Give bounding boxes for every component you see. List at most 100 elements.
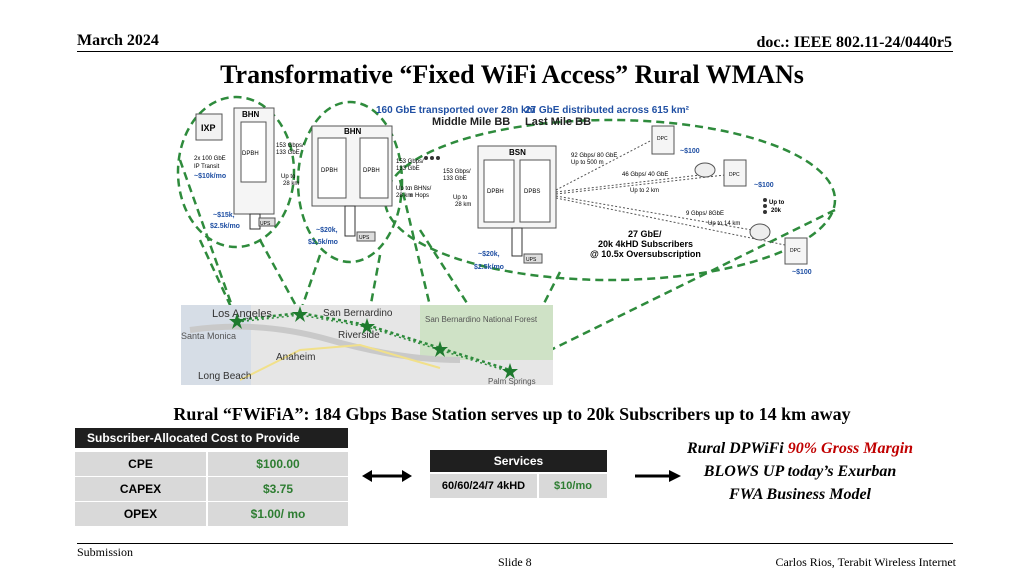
services-table-header: Services [430, 450, 607, 472]
svg-text:28 km: 28 km [396, 193, 412, 199]
svg-text:~$10k/mo: ~$10k/mo [194, 173, 226, 180]
svg-text:~$100: ~$100 [754, 182, 774, 189]
cost-label: CAPEX [75, 477, 206, 501]
header-doc-id: doc.: IEEE 802.11-24/0440r5 [756, 34, 952, 51]
svg-text:20k: 20k [771, 208, 782, 214]
cost-row-opex: OPEX $1.00/ mo [75, 502, 348, 526]
tree-icon [694, 162, 716, 178]
cost-value: $1.00/ mo [208, 502, 348, 526]
svg-text:46 Gbps/ 40 GbE: 46 Gbps/ 40 GbE [622, 172, 668, 178]
map-label-anaheim: Anaheim [276, 352, 315, 363]
svg-text:92 Gbps/ 80 GbE: 92 Gbps/ 80 GbE [571, 153, 617, 159]
svg-text:Up to: Up to [453, 195, 468, 201]
svg-text:~$15k,: ~$15k, [213, 212, 235, 219]
ellipsis-dots [424, 156, 767, 214]
bhn2-label: BHN [344, 127, 362, 136]
ellipse-bhn2 [296, 100, 404, 264]
label-middle-mile-transport: 160 GbE transported over 28n km [376, 105, 536, 116]
svg-text:@ 10.5x Oversubscription: @ 10.5x Oversubscription [590, 249, 701, 259]
cost-row-cpe: CPE $100.00 [75, 452, 348, 476]
footer-slide-number: Slide 8 [498, 555, 532, 569]
svg-text:$2.5k/mo: $2.5k/mo [474, 264, 504, 271]
svg-text:DPC: DPC [657, 136, 668, 142]
svg-text:$2.5k/mo: $2.5k/mo [308, 239, 338, 246]
bhn1-label: BHN [242, 110, 260, 119]
margin-line-3: FWA Business Model [729, 486, 871, 503]
svg-text:27 GbE/: 27 GbE/ [628, 229, 662, 239]
map-image: Los Angeles San Bernardino Santa Monica … [181, 305, 553, 386]
right-arrow-icon [635, 470, 681, 482]
footer-submission: Submission [77, 545, 134, 559]
svg-text:DPBH: DPBH [363, 168, 380, 174]
map-label-san-bernardino: San Bernardino [323, 308, 393, 319]
label-last-mile-distribution: 27 GbE distributed across 615 km² [525, 105, 690, 116]
map-label-palm-springs: Palm Springs [488, 377, 536, 386]
svg-text:UPS: UPS [359, 235, 370, 241]
svg-text:Up to 14 km: Up to 14 km [708, 221, 740, 227]
double-arrow-icon [362, 470, 412, 482]
service-label: 60/60/24/7 4kHD [430, 474, 537, 498]
map-label-santa-monica: Santa Monica [181, 331, 236, 341]
bsn-label: BSN [509, 148, 526, 157]
cost-label: OPEX [75, 502, 206, 526]
map-label-riverside: Riverside [338, 330, 380, 341]
bhn1-node: IXP BHN DPBH UPS 2x 100 GbE IP Transit ~… [194, 107, 304, 230]
svg-text:~$20k,: ~$20k, [316, 227, 338, 234]
dpc-1 [651, 125, 675, 155]
footer-rule [77, 543, 953, 544]
tree-icon [749, 223, 771, 241]
svg-text:n Hops: n Hops [410, 193, 429, 199]
svg-text:DPBH: DPBH [321, 168, 338, 174]
dpc-nodes: DPC ~$100 DPC ~$100 DPC ~$100 [651, 125, 812, 276]
svg-text:Up to 2 km: Up to 2 km [630, 188, 659, 194]
map-star-markers [229, 306, 518, 379]
svg-text:Up to: Up to [396, 186, 411, 192]
map-label-long-beach: Long Beach [198, 371, 251, 382]
svg-text:~$20k,: ~$20k, [478, 251, 500, 258]
svg-text:IP Transit: IP Transit [194, 164, 220, 170]
svg-text:DPBH: DPBH [487, 189, 504, 195]
star-marker [432, 341, 448, 357]
svg-text:DPBS: DPBS [524, 189, 540, 195]
footer-author: Carlos Rios, Terabit Wireless Internet [775, 555, 956, 569]
cost-row-capex: CAPEX $3.75 [75, 477, 348, 501]
svg-text:UPS: UPS [526, 257, 537, 263]
ellipse-bhn1 [176, 95, 296, 249]
label-last-mile: Last Mile BB [525, 116, 591, 128]
bhn2-node: BHN DPBH DPBH UPS 153 Gbps/ 133 GbE Up t… [308, 125, 432, 246]
dpc-2 [723, 159, 747, 187]
svg-text:20k 4kHD Subscribers: 20k 4kHD Subscribers [598, 239, 693, 249]
slide-caption: Rural “FWiFiA”: 184 Gbps Base Station se… [173, 404, 851, 424]
svg-text:2x 100 GbE: 2x 100 GbE [194, 156, 226, 162]
svg-text:28 km: 28 km [283, 181, 299, 187]
bsn-node: BSN DPBH DPBS UPS 153 Gbps/ 133 GbE Up t… [443, 145, 557, 271]
svg-text:153 Gbps/: 153 Gbps/ [396, 159, 424, 165]
svg-text:DPBH: DPBH [242, 151, 259, 157]
star-marker [359, 318, 375, 334]
svg-text:~$100: ~$100 [680, 148, 700, 155]
svg-text:Up to: Up to [769, 200, 785, 206]
network-diagram: Los Angeles San Bernardino Santa Monica … [176, 95, 837, 386]
svg-text:133 GbE: 133 GbE [396, 166, 420, 172]
svg-text:Up to 500 m: Up to 500 m [571, 160, 604, 166]
service-price: $10/mo [539, 474, 607, 498]
svg-text:DPC: DPC [790, 248, 801, 254]
star-marker [229, 313, 245, 329]
dpc-3 [784, 237, 808, 265]
star-marker [502, 363, 518, 379]
svg-text:153 Gbps/: 153 Gbps/ [276, 143, 304, 149]
svg-text:n BHNs/: n BHNs/ [409, 186, 432, 192]
slide-title: Transformative “Fixed WiFi Access” Rural… [220, 60, 804, 89]
svg-text:133 GbE: 133 GbE [443, 176, 467, 182]
cost-value: $3.75 [208, 477, 348, 501]
margin-line-2: BLOWS UP today’s Exurban [703, 463, 897, 480]
header-rule [77, 51, 953, 52]
margin-line-1: Rural DPWiFi 90% Gross Margin [686, 440, 914, 457]
ixp-label: IXP [201, 123, 216, 133]
star-marker [292, 306, 308, 322]
svg-text:28 km: 28 km [455, 202, 471, 208]
svg-text:153 Gbps/: 153 Gbps/ [443, 169, 471, 175]
ellipse-bsn [383, 118, 837, 282]
label-middle-mile: Middle Mile BB [432, 116, 510, 128]
svg-text:~$100: ~$100 [792, 269, 812, 276]
